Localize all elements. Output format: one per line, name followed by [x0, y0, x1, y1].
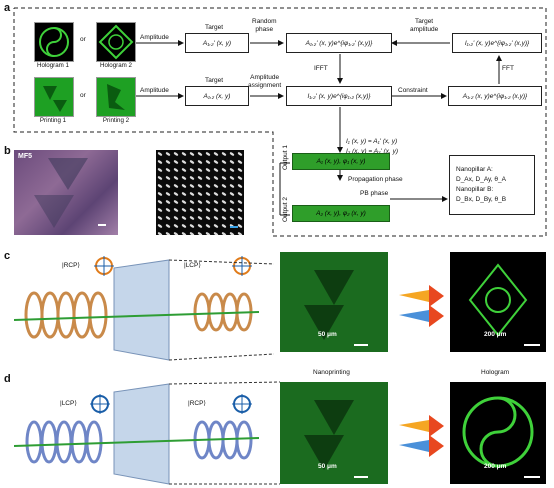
printing2-caption: Printing 2	[102, 117, 130, 124]
panel-d-schematic	[14, 381, 546, 485]
hologram2-caption: Hologram 2	[100, 62, 132, 69]
target-label-2: Target	[205, 77, 224, 84]
propagation-phase-label: Propagation phase	[348, 176, 403, 183]
panel-c-schematic	[14, 252, 546, 361]
nanoprinting-title: Nanoprinting	[313, 369, 350, 376]
mf5-microscope-image: MF5	[14, 150, 118, 235]
equation-1: I₁ (x, y) = A₁' (x, y)	[346, 138, 398, 145]
scale-bar-c-printing: 50 μm	[318, 331, 337, 338]
hologram2-thumbnail	[96, 22, 136, 62]
random-phase-label: Random phase	[252, 18, 277, 33]
output1-box: A₁ (x, y), φ₁ (x, y)	[292, 153, 390, 170]
constraint-label: Constraint	[398, 87, 428, 94]
or-label-2: or	[80, 92, 86, 99]
target-label-1: Target	[205, 24, 224, 31]
panel-label-d: d	[4, 373, 11, 385]
equation-2: I₂ (x, y) = A₂' (x, y)	[346, 148, 398, 155]
panel-label-c: c	[4, 250, 11, 262]
or-label-1: or	[80, 36, 86, 43]
printing1-thumbnail	[34, 77, 74, 117]
hologram1-caption: Hologram 1	[37, 62, 69, 69]
hologram-title: Hologram	[481, 369, 510, 376]
output2-label: Output 2	[282, 197, 289, 222]
amplitude-label-1: Amplitude	[140, 34, 169, 41]
box-a12-phase: A₁,₂ (x, y)e^{iφ₁,₂ (x,y)}	[448, 86, 542, 106]
lcp-label-d: |LCP⟩	[60, 400, 77, 407]
pb-phase-label: PB phase	[360, 190, 389, 197]
output1-label: Output 1	[282, 145, 289, 170]
box-a12-star: A₁,₂' (x, y)	[185, 33, 249, 53]
target-amplitude-label: Target amplitude	[410, 18, 439, 33]
amplitude-label-2: Amplitude	[140, 87, 169, 94]
box-i12-star-phase: I₁,₂' (x, y)e^{iφ₁,₂' (x,y)}	[452, 33, 542, 53]
output2-box: A₂ (x, y), φ₂ (x, y)	[292, 205, 390, 222]
fft-label: FFT	[502, 65, 514, 72]
printing1-caption: Printing 1	[39, 117, 67, 124]
nanopillar-box: Nanopillar A: D_Ax, D_Ay, θ_A Nanopillar…	[449, 155, 535, 215]
box-a12: A₁,₂ (x, y)	[185, 86, 249, 106]
ifft-label: IFFT	[314, 65, 328, 72]
box-a12-star-phase: A₁,₂' (x, y)e^{iφ₁,₂' (x,y)}	[286, 33, 392, 53]
rcp-label-d: |RCP⟩	[188, 400, 206, 407]
scale-bar-c-hologram: 200 μm	[484, 331, 507, 338]
box-i12-phase: I₁,₂' (x, y)e^{iφ₁,₂ (x,y)}	[286, 86, 392, 106]
panel-a-frame	[13, 7, 547, 237]
mf5-label: MF5	[18, 153, 32, 160]
scale-bar-d-printing: 50 μm	[318, 463, 337, 470]
sem-nanopillar-image	[156, 150, 244, 235]
hologram1-thumbnail	[34, 22, 74, 62]
rcp-label-c: |RCP⟩	[62, 262, 80, 269]
lcp-label-c: |LCP⟩	[184, 262, 201, 269]
printing2-thumbnail	[96, 77, 136, 117]
panel-label-a: a	[4, 2, 11, 14]
panel-label-b: b	[4, 145, 11, 157]
scale-bar-d-hologram: 200 μm	[484, 463, 507, 470]
amplitude-assignment-label: Amplitude assignment	[248, 74, 282, 89]
